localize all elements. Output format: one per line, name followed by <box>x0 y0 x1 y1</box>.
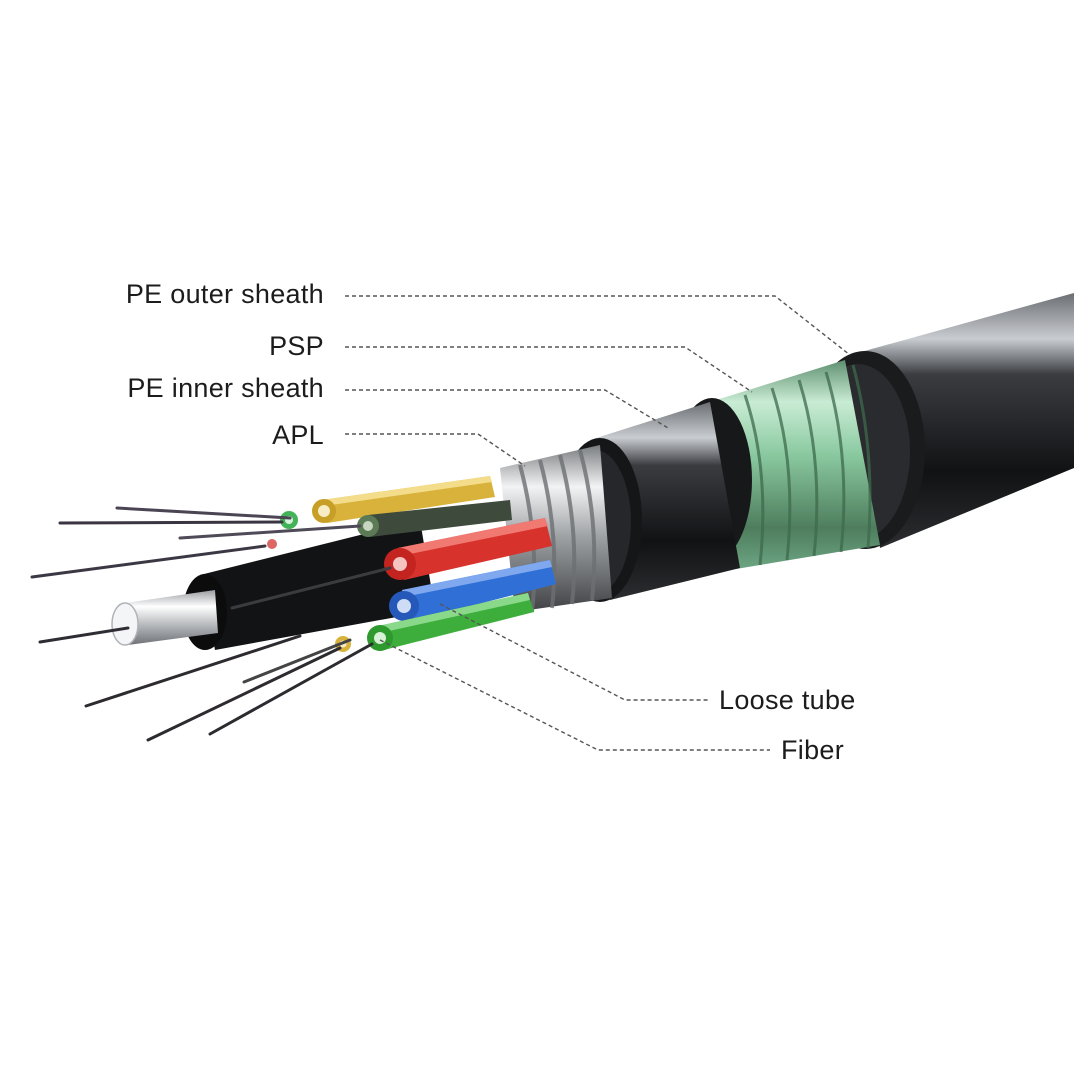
label-pe-inner-sheath: PE inner sheath <box>127 373 324 403</box>
fiber-strand <box>58 520 284 525</box>
loose-tube-green <box>367 593 534 651</box>
loose-tube-red <box>384 518 552 580</box>
fiber-strand <box>146 646 342 742</box>
loose-tube-blue <box>389 560 556 622</box>
label-psp: PSP <box>269 331 324 361</box>
fiber-strand <box>84 634 302 708</box>
label-apl: APL <box>272 420 324 450</box>
fiber-strand <box>242 638 352 684</box>
fiber-strand <box>230 566 392 610</box>
leader-pe-outer-sheath <box>345 295 851 356</box>
fiber-strand <box>30 544 267 579</box>
loose-tube-dark-green <box>357 500 512 537</box>
loose-tube-yellow <box>312 476 495 523</box>
leader-apl <box>345 433 526 467</box>
leader-lines <box>345 295 851 751</box>
fiber-strand <box>38 626 130 644</box>
label-loose-tube: Loose tube <box>719 685 856 715</box>
fiber-strand <box>115 506 292 520</box>
fiber-strand <box>178 524 362 540</box>
loose-tube-small-green <box>280 511 298 529</box>
loose-tubes <box>280 476 556 652</box>
leader-psp <box>345 346 753 393</box>
fiber-strand <box>208 642 374 736</box>
fibers <box>30 506 392 742</box>
leader-fiber <box>379 639 770 751</box>
label-pe-outer-sheath: PE outer sheath <box>125 279 324 309</box>
label-fiber: Fiber <box>781 735 845 765</box>
leader-pe-inner-sheath <box>345 389 669 429</box>
